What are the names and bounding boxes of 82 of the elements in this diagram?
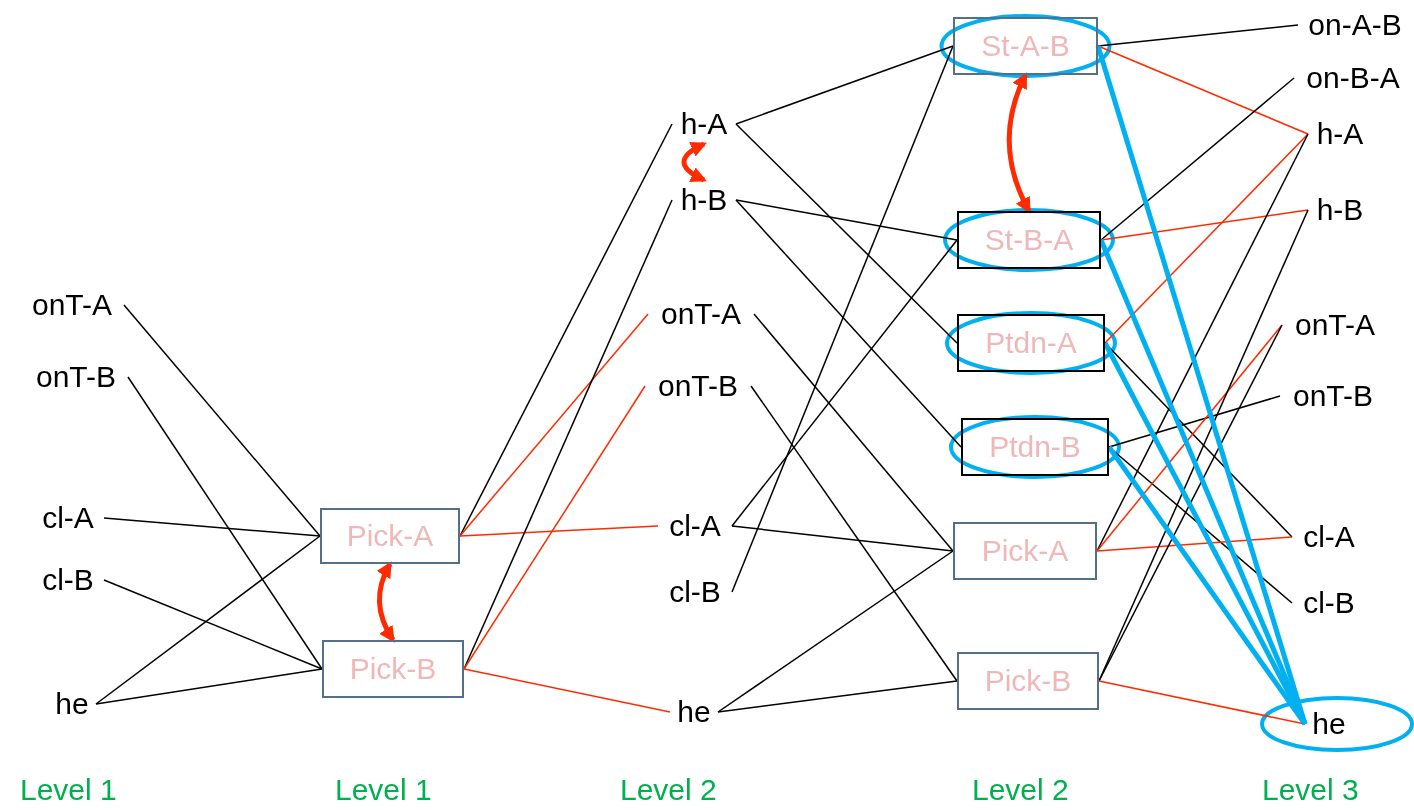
action-label: Ptdn-B [989, 432, 1081, 462]
action-label: St-B-A [984, 225, 1074, 255]
action-box [961, 418, 1109, 476]
link-line [717, 550, 954, 713]
proposition-label: on-B-A [1294, 58, 1412, 98]
link-line [103, 517, 321, 537]
mutex-arrow [376, 561, 396, 643]
link-line [731, 525, 954, 552]
proposition-label: h-A [1308, 114, 1372, 154]
link-line [95, 535, 321, 705]
proposition-label: h-B [1308, 190, 1372, 230]
action-label: Pick-B [984, 666, 1072, 696]
link-line [127, 376, 323, 670]
link-line [1096, 324, 1283, 552]
proposition-label: cl-A [658, 506, 732, 546]
link-line [123, 304, 321, 537]
action-box [322, 640, 464, 698]
proposition-label: onT-A [648, 294, 754, 334]
link-line [1098, 680, 1306, 725]
level-label: Level 2 [620, 772, 717, 808]
proposition-label: onT-A [20, 285, 124, 325]
link-line [735, 123, 958, 344]
link-line [1108, 395, 1281, 448]
level-label: Level 1 [335, 772, 432, 808]
link-line [750, 385, 958, 682]
action-box [957, 211, 1101, 269]
proposition-label: cl-B [32, 560, 104, 600]
action-label: Pick-B [349, 654, 437, 684]
link-line [459, 313, 649, 537]
link-line [463, 199, 673, 670]
link-line [1097, 45, 1309, 135]
action-box [957, 314, 1105, 372]
link-line [1106, 445, 1308, 726]
link-line [95, 668, 323, 705]
proposition-label: onT-A [1282, 305, 1388, 345]
level-label: Level 1 [20, 772, 117, 808]
level-label: Level 2 [972, 772, 1069, 808]
link-line [1096, 133, 1309, 552]
action-box [953, 522, 1097, 580]
link-line [731, 45, 954, 593]
proposition-label: onT-B [645, 366, 751, 406]
link-line [753, 313, 954, 552]
action-label: Pick-A [346, 521, 434, 551]
link-line [717, 680, 958, 713]
action-box [957, 652, 1099, 710]
mutex-arrow [681, 141, 707, 183]
proposition-label: cl-B [1292, 583, 1366, 623]
link-line [103, 579, 323, 670]
link-line [731, 239, 958, 527]
action-label: Pick-A [981, 536, 1069, 566]
link-line [1104, 342, 1293, 538]
link-line [1095, 45, 1308, 725]
proposition-label: he [670, 692, 718, 732]
proposition-label: h-A [672, 104, 736, 144]
proposition-label: on-A-B [1298, 5, 1412, 45]
link-line [1096, 536, 1293, 552]
proposition-label: onT-B [1280, 376, 1386, 416]
action-label: St-A-B [981, 31, 1070, 61]
link-line [463, 668, 671, 713]
link-line [459, 525, 659, 537]
link-line [459, 123, 673, 537]
link-line [1104, 133, 1309, 344]
link-line [1097, 24, 1299, 47]
action-label: Ptdn-A [985, 328, 1077, 358]
link-line [463, 385, 646, 670]
proposition-label: cl-A [32, 498, 104, 538]
proposition-label: onT-B [24, 357, 128, 397]
link-line [1100, 209, 1309, 241]
level-label: Level 3 [1262, 772, 1359, 808]
link-line [735, 199, 962, 448]
proposition-label: he [48, 684, 96, 724]
link-line [1100, 77, 1295, 241]
action-box [953, 17, 1098, 75]
link-line [735, 199, 958, 241]
link-line [735, 45, 954, 125]
link-line [1098, 324, 1283, 682]
proposition-label: cl-A [1292, 517, 1366, 557]
action-box [320, 508, 460, 564]
proposition-label: he [1305, 704, 1353, 744]
proposition-label: cl-B [658, 572, 732, 612]
mutex-arrow [1006, 72, 1032, 214]
proposition-label: h-B [672, 180, 736, 220]
